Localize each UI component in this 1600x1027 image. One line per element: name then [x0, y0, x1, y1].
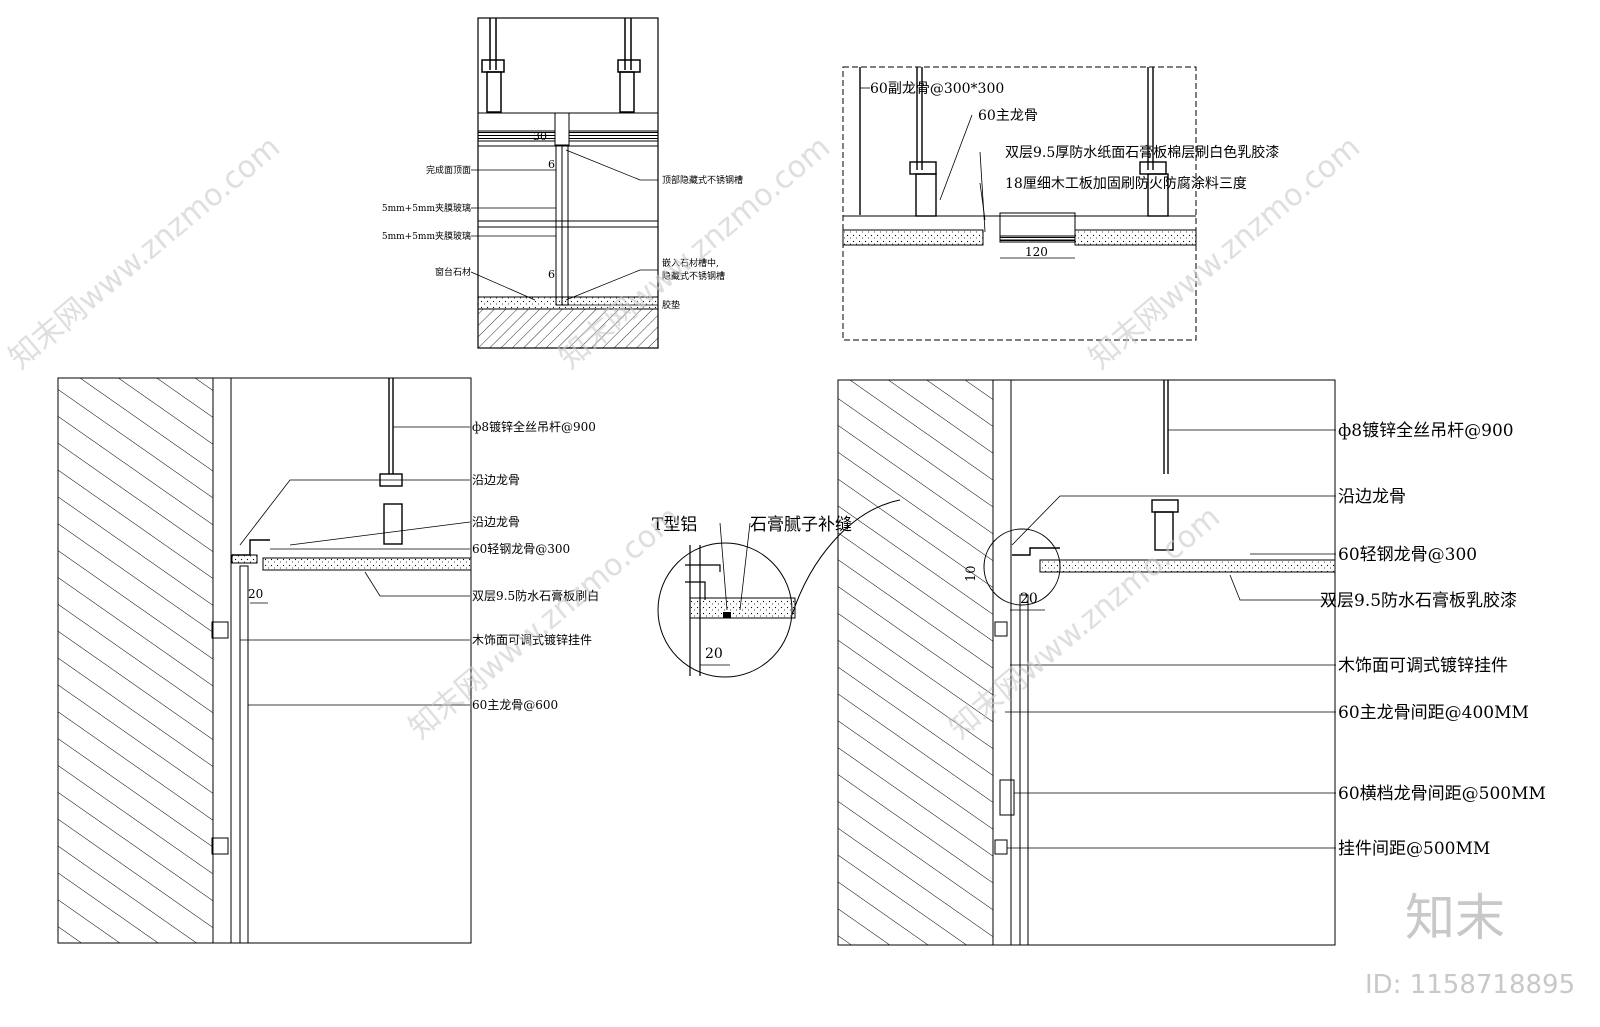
dim-20: 20 — [248, 587, 263, 601]
label-embedded-channel-2: 隐藏式不锈钢槽 — [662, 270, 725, 282]
label-hanger: 木饰面可调式镀锌挂件 — [472, 633, 592, 647]
label-main-keel: 60主龙骨 — [978, 108, 1038, 124]
label-edge-keel-2: 沿边龙骨 — [472, 515, 520, 529]
enlarged-detail: T型铝 石膏腻子补缝 20 — [652, 499, 901, 678]
label-rod: ф8镀锌全丝吊杆@900 — [1338, 421, 1514, 441]
label-t-aluminum: T型铝 — [652, 515, 697, 535]
watermark-site-1: 知末网www.znzmo.com — [3, 130, 287, 376]
watermark-id: ID: 1158718895 — [1365, 970, 1575, 1000]
label-gypsum-board: 双层9.5厚防水纸面石膏板棉层刷白色乳胶漆 — [1005, 144, 1279, 161]
dim-120: 120 — [1025, 245, 1048, 259]
watermark-site-3: 知末网www.znzmo.com — [1083, 130, 1367, 376]
label-light-steel-keel: 60轻钢龙骨@300 — [1338, 545, 1477, 565]
label-embedded-channel-1: 嵌入石材槽中, — [662, 257, 719, 269]
watermark-site-2: 知末网www.znzmo.com — [553, 130, 837, 376]
dim-6a: 6 — [548, 158, 555, 171]
label-edge-keel: 沿边龙骨 — [1338, 487, 1406, 507]
watermark-brand: 知末 — [1405, 889, 1505, 947]
label-secondary-keel: 60副龙骨@300*300 — [870, 81, 1004, 97]
label-light-steel-keel: 60轻钢龙骨@300 — [472, 542, 570, 556]
detail-top-right: 60副龙骨@300*300 60主龙骨 双层9.5厚防水纸面石膏板棉层刷白色乳胶… — [842, 66, 1279, 341]
label-rubber-pad: 胶垫 — [662, 299, 680, 311]
label-laminated-glass-1: 5mm+5mm夹膜玻璃 — [382, 202, 471, 214]
label-gypsum-board: 双层9.5防水石膏板乳胶漆 — [1320, 590, 1517, 611]
label-putty: 石膏腻子补缝 — [750, 514, 852, 535]
label-hanger: 木饰面可调式镀锌挂件 — [1338, 656, 1508, 676]
label-rod: ф8镀锌全丝吊杆@900 — [472, 419, 596, 434]
label-main-keel-spacing: 60主龙骨间距@400MM — [1338, 703, 1529, 723]
label-finished-ceiling: 完成面顶面 — [426, 164, 471, 176]
detail-bottom-right: 10 20 ф8镀锌全丝吊杆@900 沿边龙骨 60轻钢龙骨@300 双层9.5… — [837, 379, 1546, 946]
label-gypsum-board: 双层9.5防水石膏板刷白 — [472, 588, 599, 603]
label-window-sill-stone: 窗台石材 — [435, 266, 471, 278]
detail-top-left: 30 6 6 完成面顶面 5mm+5mm夹膜玻璃 5mm+5mm夹膜玻璃 窗台石… — [382, 17, 743, 349]
label-hanger-spacing: 挂件间距@500MM — [1338, 839, 1490, 859]
dim-30: 30 — [533, 130, 547, 143]
detail-bottom-left: 20 ф8镀锌全丝吊杆@900 沿边龙骨 沿边龙骨 60轻钢龙骨@300 双层9… — [57, 377, 599, 944]
label-hidden-steel-channel-top: 顶部隐藏式不锈钢槽 — [662, 174, 743, 186]
dim-10: 10 — [964, 565, 979, 582]
dim-20: 20 — [705, 646, 723, 662]
label-laminated-glass-2: 5mm+5mm夹膜玻璃 — [382, 230, 471, 242]
label-cross-keel-spacing: 60横档龙骨间距@500MM — [1338, 784, 1546, 804]
label-edge-keel-1: 沿边龙骨 — [472, 473, 520, 487]
dim-20: 20 — [1020, 591, 1038, 607]
label-main-keel: 60主龙骨@600 — [472, 698, 558, 712]
dim-6b: 6 — [548, 268, 555, 281]
label-plywood: 18厘细木工板加固刷防火防腐涂料三度 — [1005, 175, 1247, 192]
